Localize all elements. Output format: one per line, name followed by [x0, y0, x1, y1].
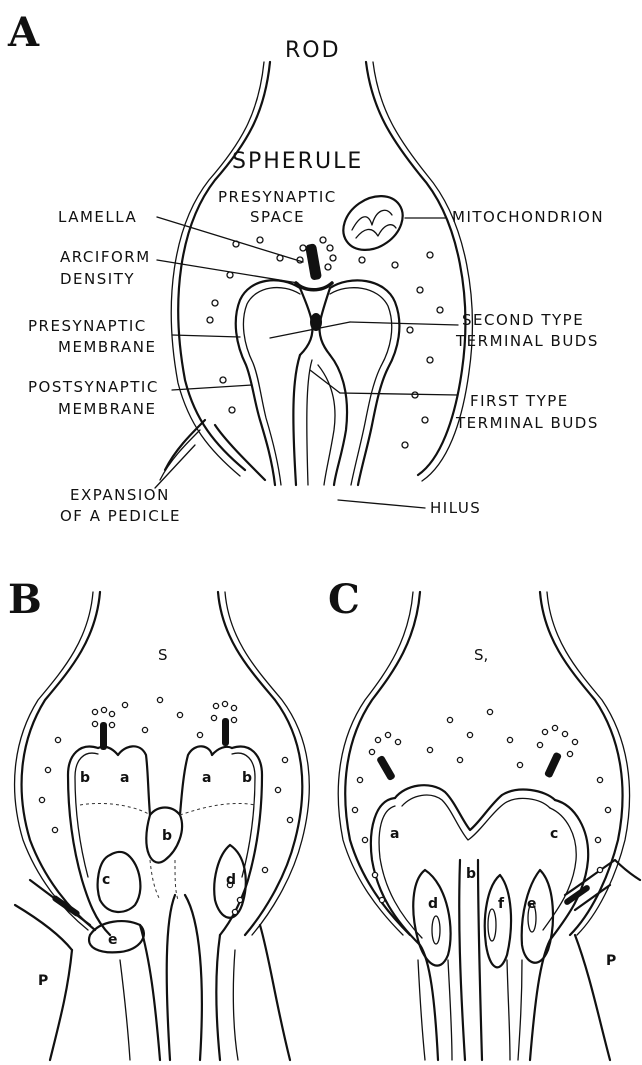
terminal-buds	[236, 280, 400, 485]
panel-c-label-a: a	[390, 826, 399, 842]
expansion-label-2: OF A PEDICLE	[60, 507, 181, 525]
presynaptic-space-label-1: PRESYNAPTIC	[218, 188, 337, 206]
spherule-label: SPHERULE	[232, 149, 363, 174]
panel-b-letter: B	[8, 576, 42, 623]
panel-c-label-d: d	[428, 896, 438, 912]
rod-label: ROD	[285, 38, 341, 63]
panel-b-label-b-right: b	[242, 770, 252, 786]
arciform-label-2: DENSITY	[60, 270, 135, 288]
panel-b-label-b-mid: b	[162, 828, 172, 844]
panel-c-outline	[338, 592, 640, 1060]
panel-a: A ROD SPHERULE	[7, 9, 604, 525]
panel-b-label-c: c	[102, 872, 110, 888]
presynaptic-membrane-label-1: PRESYNAPTIC	[28, 317, 147, 335]
panel-b-label-b-left: b	[80, 770, 90, 786]
panel-c-label-f: f	[498, 896, 505, 912]
postsynaptic-membrane-label-2: MEMBRANE	[58, 400, 156, 418]
panel-c: C S,	[328, 576, 640, 1060]
panel-b-s-label: S	[158, 646, 168, 664]
second-type-label-2: TERMINAL BUDS	[455, 332, 599, 350]
panel-b-label-a-right: a	[202, 770, 211, 786]
panel-b-buds	[68, 746, 262, 1060]
panel-c-ribbons	[376, 752, 591, 907]
panel-c-letter: C	[328, 576, 360, 623]
postsynaptic-membrane-label-1: POSTSYNAPTIC	[28, 378, 159, 396]
leader-lines-a	[155, 217, 458, 508]
first-type-label-1: FIRST TYPE	[470, 392, 569, 410]
panel-b-label-d: d	[226, 872, 236, 888]
arciform-label-1: ARCIFORM	[60, 248, 151, 266]
presynaptic-space-label-2: SPACE	[250, 208, 305, 226]
lamella-label: LAMELLA	[58, 208, 137, 226]
first-type-label-2: TERMINAL BUDS	[455, 414, 599, 432]
panel-c-s-label: S,	[474, 646, 488, 664]
mitochondrion	[333, 185, 413, 261]
vesicles-a	[207, 237, 443, 448]
panel-c-label-p: P	[606, 953, 616, 969]
panel-c-label-e: e	[527, 896, 537, 912]
panel-c-label-c: c	[550, 826, 558, 842]
panel-c-label-b: b	[466, 866, 476, 882]
panel-b: B S	[8, 576, 309, 1060]
panel-b-label-p: P	[38, 973, 48, 989]
panel-c-vesicles	[352, 709, 610, 902]
hilus-label: HILUS	[430, 499, 481, 517]
second-type-label-1: SECOND TYPE	[462, 311, 584, 329]
panel-b-vesicles	[39, 697, 292, 914]
presynaptic-membrane-label-2: MEMBRANE	[58, 338, 156, 356]
expansion-label-1: EXPANSION	[70, 486, 170, 504]
panel-a-letter: A	[7, 9, 40, 56]
panel-b-label-e: e	[108, 932, 118, 948]
panel-b-label-a-left: a	[120, 770, 129, 786]
mitochondrion-label: MITOCHONDRION	[452, 208, 604, 226]
